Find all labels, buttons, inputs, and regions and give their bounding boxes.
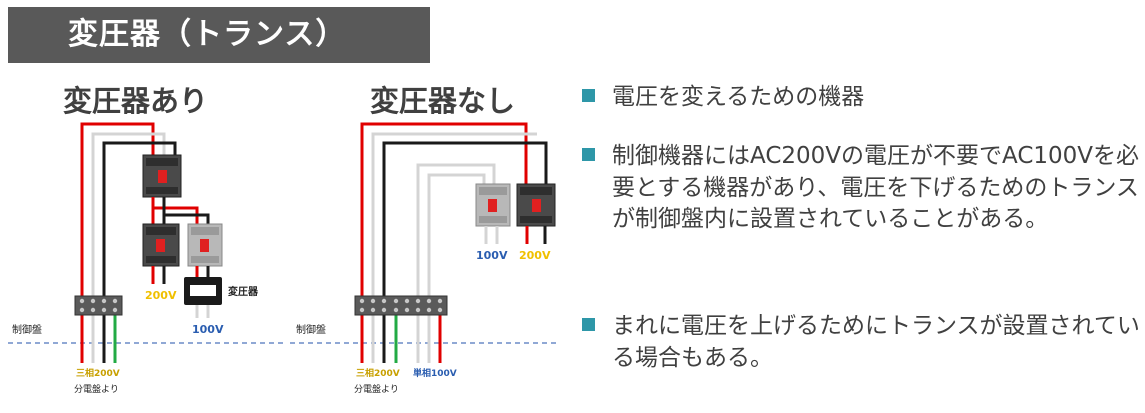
wire-black-branch [162,197,210,224]
label-200v: 200V [519,249,551,262]
label-source: 分電盤より [354,383,399,395]
wire-gray-100v-a [416,163,496,363]
wire-gray-100v-b [427,173,486,363]
label-200v: 200V [145,289,177,302]
terminal-block [354,295,448,316]
bullet-text: 制御機器にはAC200Vの電圧が不要でAC100Vを必要とする機器があり、電圧を… [612,143,1140,232]
label-source: 分電盤より [74,383,119,395]
breaker-200v [516,183,556,227]
label-control-panel: 制御盤 [12,323,42,336]
right-diagram-title: 変圧器なし [370,84,516,118]
wire-gray-main [371,132,537,363]
square-bullet-icon [582,318,595,331]
title-bar: 変圧器（トランス） [8,7,430,63]
wire-red-branch [151,197,199,224]
wire-black-main [382,141,548,363]
label-single-phase: 単相100V [413,367,457,379]
label-three-phase: 三相200V [76,367,120,379]
bullet-text: まれに電圧を上げるためにトランスが設置されている場合もある。 [612,313,1140,371]
bullet-item: まれに電圧を上げるためにトランスが設置されている場合もある。 [582,311,1140,374]
page-title: 変圧器（トランス） [68,17,347,52]
label-100v: 100V [192,323,224,336]
breaker-200v [142,223,180,267]
label-transformer: 変圧器 [228,285,259,298]
wire-black-main [102,141,177,363]
breaker-transformer [187,223,223,267]
terminal-block [74,295,123,316]
transformer [184,277,222,305]
main-breaker [142,154,182,198]
left-wiring-diagram: 200V 100V 変圧器 制御盤 三相200V 分電盤より [8,122,283,395]
bullet-item: 電圧を変えるための機器 [582,82,1140,114]
right-wiring-diagram: 100V 200V 制御盤 三相200V 単相100V 分電盤より [290,122,560,395]
wire-red-main [80,122,155,363]
left-diagram-title: 変圧器あり [63,84,209,118]
square-bullet-icon [582,148,595,161]
label-100v: 100V [476,249,508,262]
label-three-phase: 三相200V [356,367,400,379]
wire-red-main [360,122,528,363]
breaker-100v [475,183,511,227]
bullet-text: 電圧を変えるための機器 [612,84,865,110]
bullet-item: 制御機器にはAC200Vの電圧が不要でAC100Vを必要とする機器があり、電圧を… [582,141,1140,236]
label-control-panel: 制御盤 [296,323,326,336]
square-bullet-icon [582,89,595,102]
